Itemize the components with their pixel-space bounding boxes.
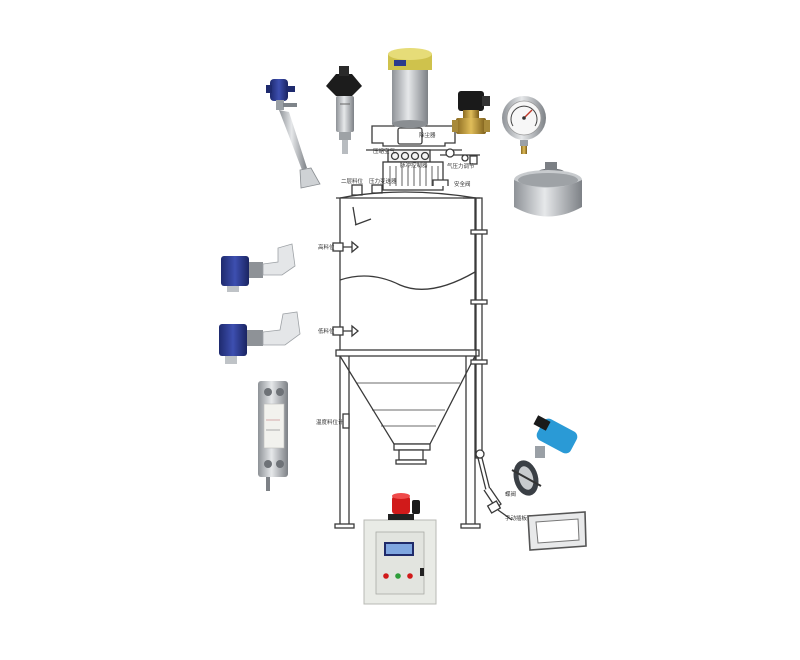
pressure-transmitter-icon [326,66,362,154]
solenoid-valve-icon [452,91,490,134]
load-cell-icon [258,381,288,491]
label-dust-filter: 除尘器 [419,131,436,139]
label-pulse-controller: 脉冲控制器 [400,161,428,169]
label-sensor-mid: 温度料位计 [316,418,344,426]
label-level-high: 高料位 [318,243,335,251]
label-safety-valve: 安全阀 [454,180,471,188]
label-pressure-sensor: 压力变送器 [369,177,397,185]
rotary-level-switch-icon [221,243,296,292]
label-air-pulse: 压缩空气 [373,147,396,155]
control-cabinet-icon [363,519,437,605]
label-level-top: 二层料位 [341,177,364,185]
pneumatic-butterfly-valve-icon [511,415,578,496]
silo [332,125,513,529]
slide-gate-icon [527,511,587,551]
label-level-low: 低料位 [318,327,335,335]
pressure-gauge-icon [502,96,546,154]
silo-labels: 除尘器 脉冲控制器 压缩空气 气压力调节 二层料位 压力变送器 安全阀 高料位 … [316,131,533,522]
label-manual-gate: 手动插板阀 [505,514,533,522]
label-butterfly-valve: 蝶阀 [505,490,516,498]
paddle-level-switch-icon [266,79,321,189]
label-air-inlet: 气压力调节 [447,162,475,170]
alarm-beacon-icon [388,493,420,520]
cartridge-filter-icon [388,48,432,128]
rotary-level-switch-icon [219,311,301,364]
pressure-relief-valve-icon [514,162,582,217]
